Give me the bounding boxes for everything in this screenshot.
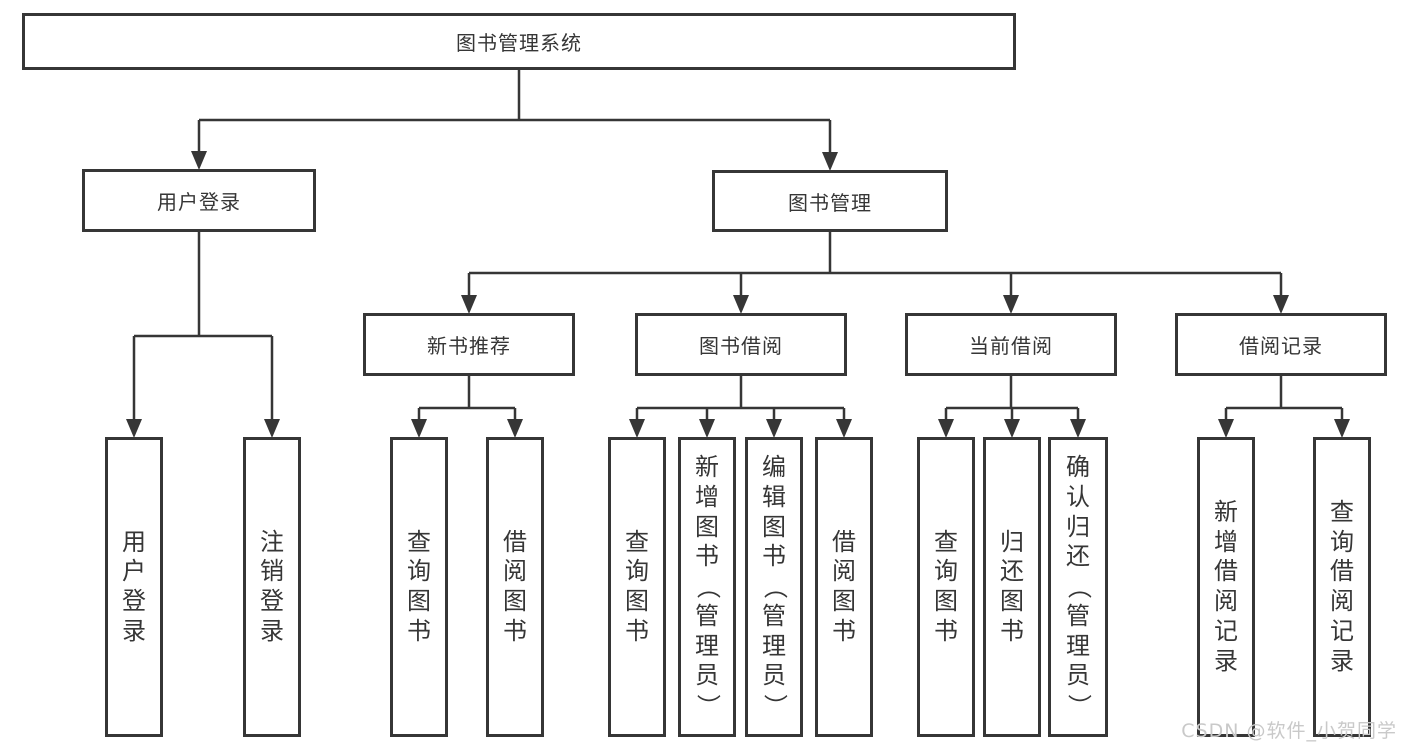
leaf-current-confirm-return-admin: 确认归还（管理员） — [1048, 437, 1108, 737]
node-borrowing-records: 借阅记录 — [1175, 313, 1387, 376]
node-library-system: 图书管理系统 — [22, 13, 1016, 70]
leaf-borrowing-query-books: 查询图书 — [608, 437, 666, 737]
leaf-current-query-books: 查询图书 — [917, 437, 975, 737]
node-new-book-recommend: 新书推荐 — [363, 313, 575, 376]
leaf-borrowing-borrow-books: 借阅图书 — [815, 437, 873, 737]
leaf-newbook-borrow-books: 借阅图书 — [486, 437, 544, 737]
node-book-borrowing: 图书借阅 — [635, 313, 847, 376]
watermark: CSDN @软件_小贺同学 — [1181, 720, 1397, 742]
leaf-borrowing-add-books-admin: 新增图书（管理员） — [678, 437, 736, 737]
node-current-borrowing: 当前借阅 — [905, 313, 1117, 376]
node-user-login: 用户登录 — [82, 169, 316, 232]
leaf-record-add-borrow-record: 新增借阅记录 — [1197, 437, 1255, 737]
arrowhead-icons — [126, 151, 1350, 438]
leaf-current-return-books: 归还图书 — [983, 437, 1041, 737]
tree-edges — [132, 70, 1344, 421]
node-book-management: 图书管理 — [712, 170, 948, 232]
leaf-logout: 注销登录 — [243, 437, 301, 737]
leaf-record-query-borrow-record: 查询借阅记录 — [1313, 437, 1371, 737]
leaf-newbook-query-books: 查询图书 — [390, 437, 448, 737]
leaf-user-login: 用户登录 — [105, 437, 163, 737]
leaf-borrowing-edit-books-admin: 编辑图书（管理员） — [745, 437, 803, 737]
